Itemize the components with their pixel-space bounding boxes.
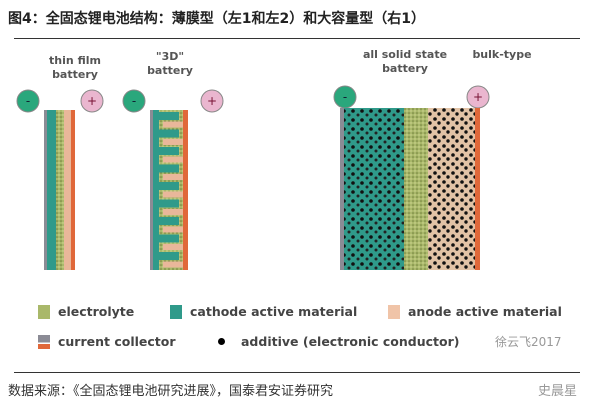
legend-text: electrolyte [58, 304, 135, 319]
cathode-finger [159, 129, 179, 138]
label-line: battery [52, 68, 98, 81]
legend-electrolyte: electrolyte [38, 304, 134, 319]
negative-terminal-icon [16, 89, 40, 113]
cathode-swatch [170, 304, 182, 319]
cathode-finger [159, 199, 179, 208]
label-line: battery [147, 64, 193, 77]
pos-sign: + [473, 90, 483, 104]
thin-film-battery [16, 89, 104, 270]
bottom-divider [14, 372, 580, 373]
legend-text: current collector [58, 334, 176, 349]
label-line: "3D" [155, 50, 185, 63]
additive-dot-icon [218, 338, 225, 345]
anode-finger [163, 174, 183, 180]
legend-anode: anode active material [388, 304, 562, 319]
anode-finger [163, 156, 183, 163]
anode-finger [163, 244, 183, 250]
cathode-finger [159, 182, 179, 190]
anode-finger [163, 226, 183, 233]
anode-finger [163, 191, 183, 198]
label-line: thin film [49, 54, 101, 67]
pos-sign: + [207, 94, 217, 108]
positive-terminal-icon [200, 89, 224, 113]
negative-terminal-icon [122, 89, 146, 113]
anode-swatch [388, 304, 400, 319]
bulk-battery [333, 85, 490, 270]
positive-terminal-icon [80, 89, 104, 113]
cathode-finger [159, 252, 179, 260]
legend-additive: additive (electronic conductor) [218, 334, 459, 349]
neg-sign: - [26, 94, 30, 108]
source-note: 数据来源：《全固态锂电池研究进展》，国泰君安证券研究 [8, 384, 334, 399]
bulk-type-label: bulk-type [472, 48, 532, 61]
legend-cathode: cathode active material [170, 304, 357, 319]
3d-battery [122, 89, 224, 270]
figure-title: 图4：全固态锂电池结构：薄膜型（左1和左2）和大容量型（右1） [8, 11, 425, 27]
cathode-finger [159, 112, 179, 120]
legend-collector: current collector [38, 334, 176, 349]
pos-sign: + [87, 94, 97, 108]
anode-finger [163, 139, 183, 145]
cathode-finger [159, 164, 179, 173]
legend-text: anode active material [408, 304, 562, 319]
anode-finger [163, 209, 183, 215]
watermark: 史晨星 [538, 384, 578, 399]
neg-sign: - [132, 94, 136, 108]
top-divider [14, 38, 580, 39]
cathode-finger [159, 234, 179, 243]
cathode-finger [159, 217, 179, 225]
label-line: battery [382, 62, 428, 75]
anode-finger [163, 261, 183, 268]
collector-swatch [38, 334, 50, 349]
watermark: 徐云飞2017 [495, 335, 562, 349]
neg-sign: - [343, 90, 347, 104]
3d-label: "3D"battery [135, 50, 205, 78]
electrolyte-swatch [38, 304, 50, 319]
label-line: all solid state [362, 48, 448, 61]
anode-finger [163, 121, 183, 128]
legend-text: additive (electronic conductor) [241, 334, 460, 349]
cathode-finger [159, 147, 179, 155]
legend-text: cathode active material [190, 304, 358, 319]
